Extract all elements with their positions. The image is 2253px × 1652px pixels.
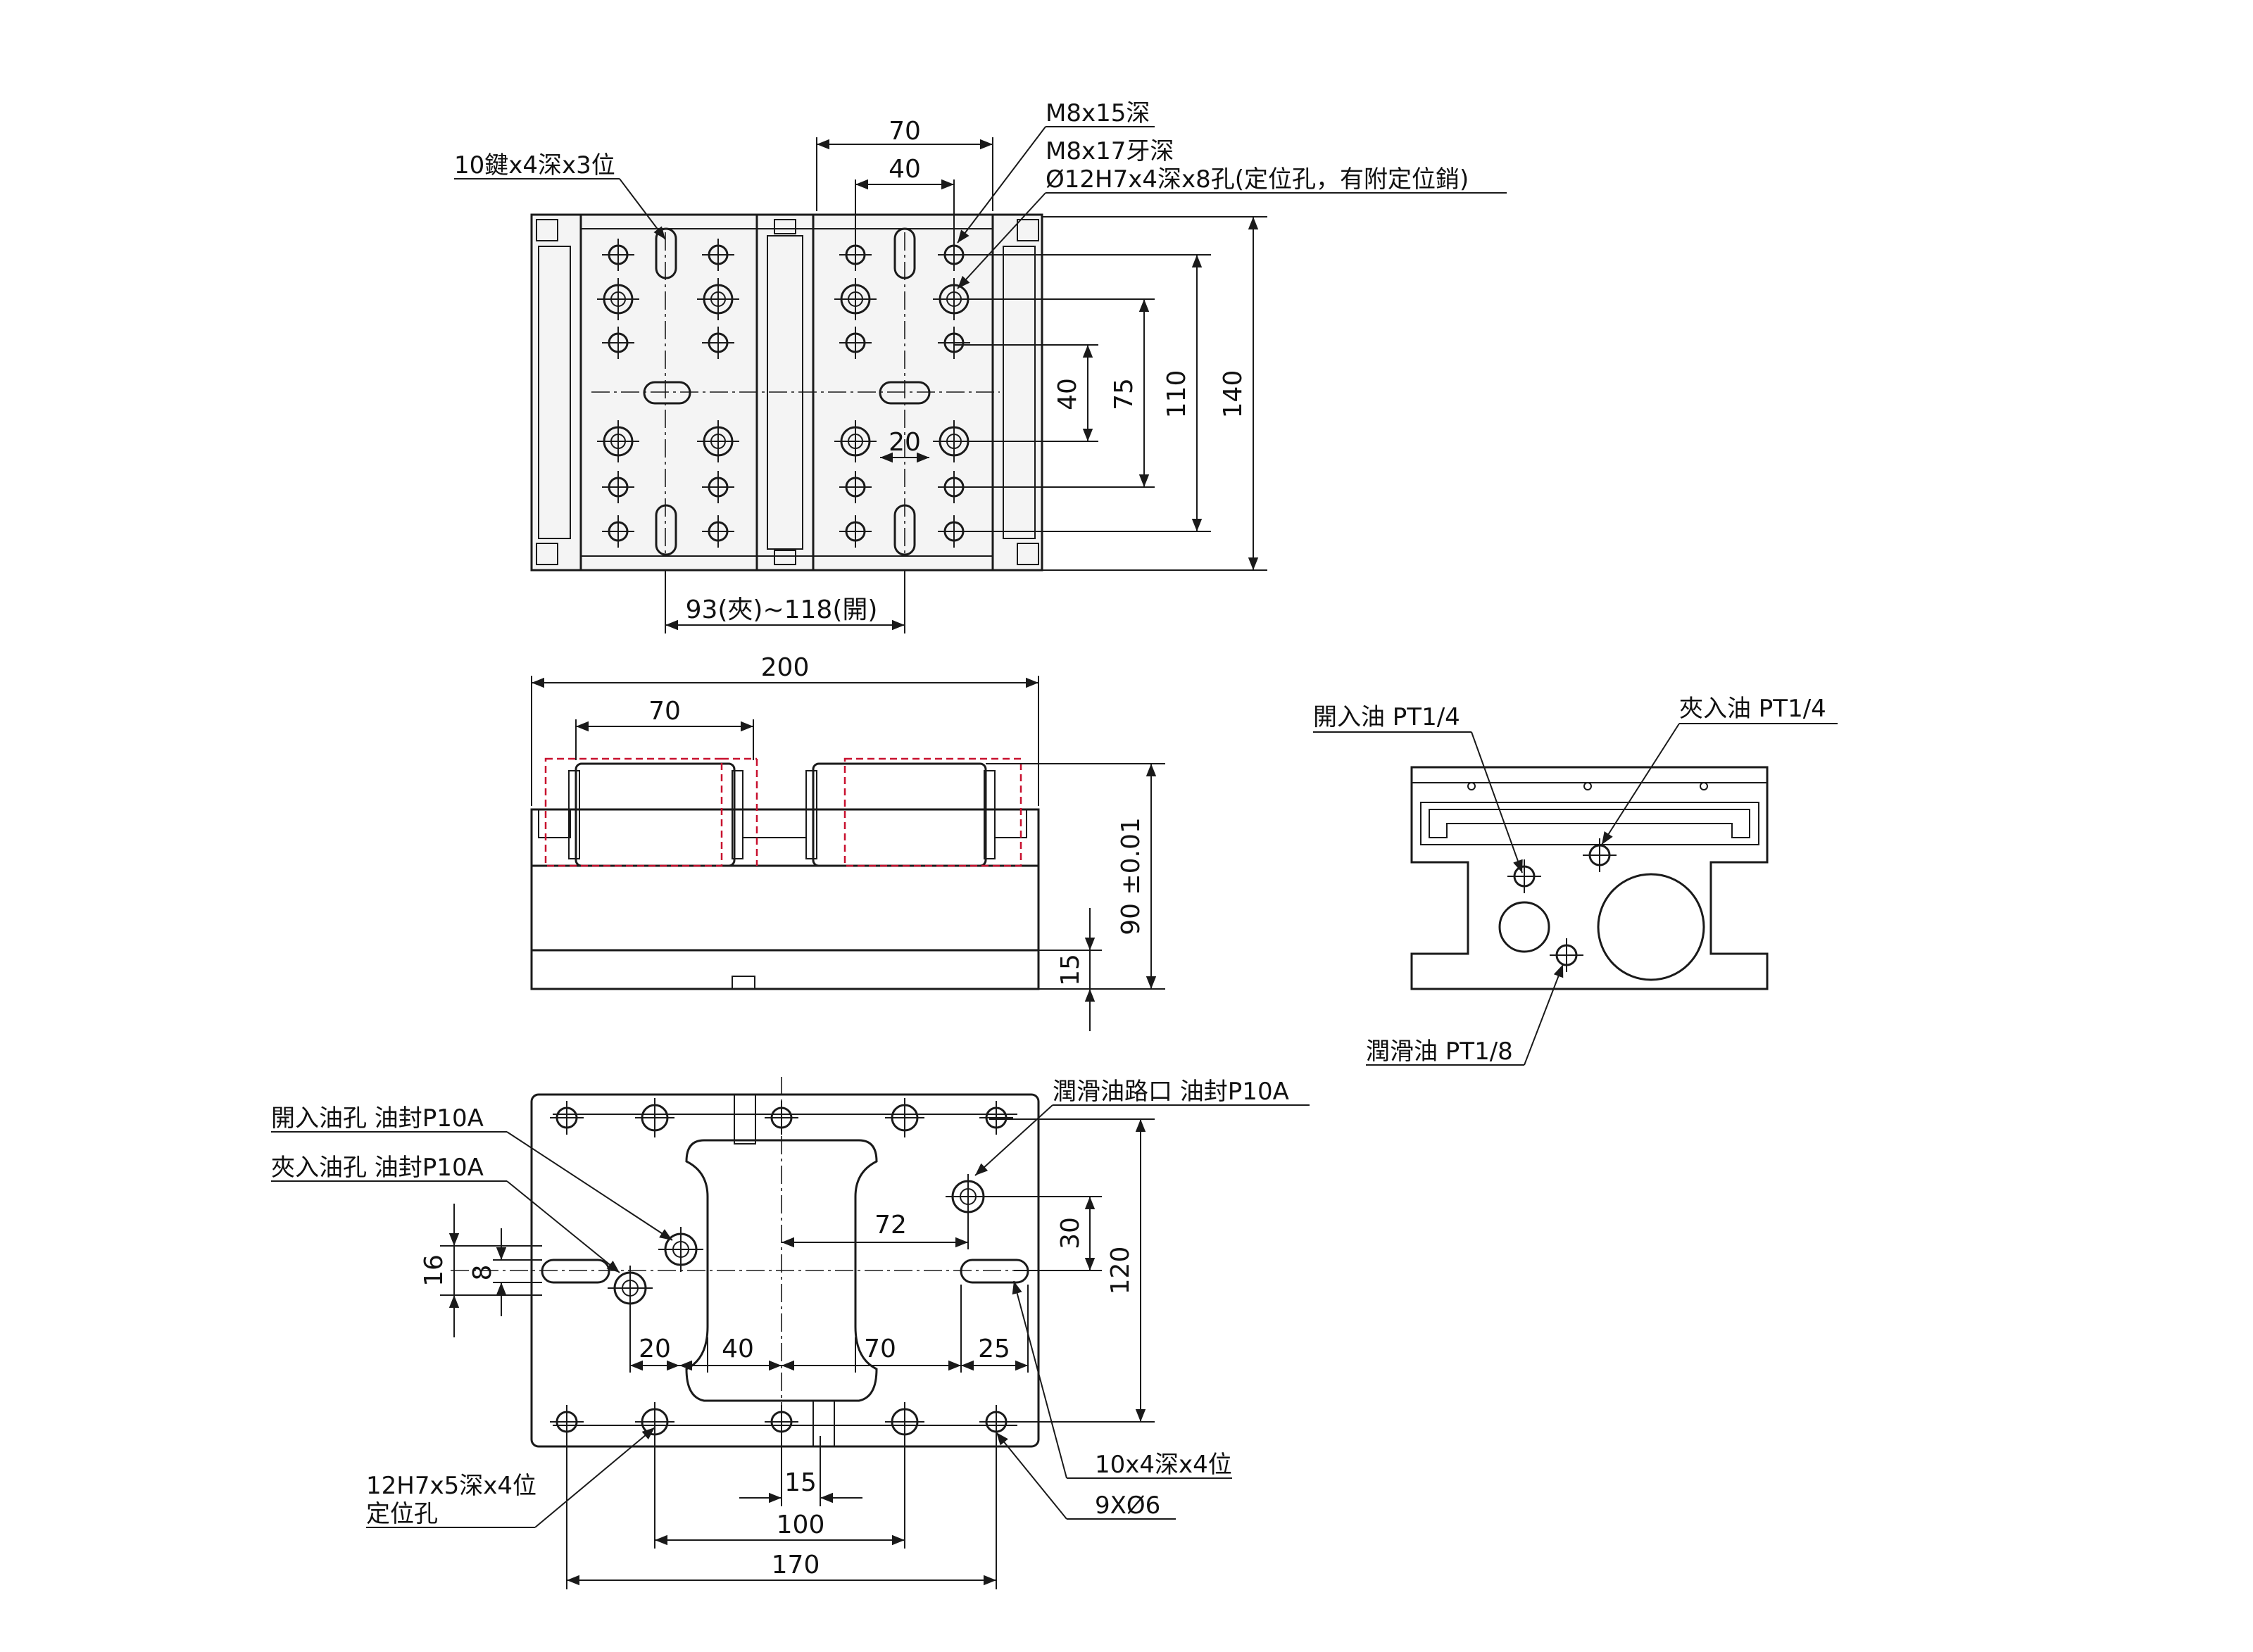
top-view: 70 40 20 40 75 110 140 93(夾)~118(開) 10鍵x — [454, 99, 1507, 633]
dim-140v-label: 140 — [1219, 370, 1248, 419]
note-dowel-line2: 定位孔 — [366, 1500, 438, 1528]
bottom-view-pocket — [685, 1139, 878, 1402]
side-view-body — [1410, 766, 1769, 990]
key-slot — [893, 227, 916, 279]
tapped-hole — [938, 327, 970, 359]
side-view: 開入油 PT1/4 夾入油 PT1/4 潤滑油 PT1/8 — [1313, 695, 1838, 1066]
through-hole — [550, 1101, 584, 1135]
front-view-jaw-left — [575, 762, 736, 867]
dim-40v-label: 40 — [1053, 378, 1082, 410]
dowel-hole — [697, 420, 739, 462]
key-slot — [893, 504, 916, 556]
key-slot — [655, 504, 677, 556]
dowel-hole — [885, 1098, 924, 1137]
dim-170-label: 170 — [772, 1551, 820, 1580]
top-view-jaw-left — [530, 213, 582, 572]
dim-20b-label: 20 — [639, 1335, 671, 1363]
dim-70-label: 70 — [889, 117, 921, 146]
tapped-hole — [839, 515, 872, 548]
dim-15-label: 15 — [1056, 954, 1085, 986]
note-key-slots: 10x4深x4位 — [1095, 1451, 1232, 1479]
note-dowel: Ø12H7x4深x8孔(定位孔，有附定位銷) — [1046, 165, 1469, 194]
bottom-view: 開入油孔 油封P10A 夾入油孔 油封P10A 潤滑油路口 油封P10A 12H… — [271, 1077, 1310, 1589]
front-view: 200 70 90 ±0.01 15 — [530, 653, 1165, 1031]
dowel-hole — [697, 278, 739, 320]
key-slot — [879, 381, 931, 405]
dim-stroke-label: 93(夾)~118(開) — [686, 595, 878, 624]
top-view-holes-left — [597, 239, 739, 548]
open-port — [658, 1227, 703, 1272]
oil-port — [1583, 838, 1617, 872]
dowel-hole — [635, 1402, 674, 1442]
note-m8x17: M8x17牙深 — [1046, 137, 1174, 165]
dim-15b-label: 15 — [784, 1468, 817, 1497]
note-holes: 9XØ6 — [1095, 1492, 1160, 1520]
note-close-port: 夾入油孔 油封P10A — [271, 1154, 484, 1182]
dowel-hole — [635, 1098, 674, 1137]
dowel-hole — [885, 1402, 924, 1442]
front-view-jaw-right — [812, 762, 987, 867]
dim-200-label: 200 — [761, 653, 810, 682]
front-view-open-outline — [544, 757, 723, 867]
dim-20-label: 20 — [889, 428, 921, 457]
dim-40b-label: 40 — [722, 1335, 754, 1363]
tapped-hole — [702, 239, 734, 271]
through-hole — [765, 1101, 798, 1135]
through-hole — [550, 1405, 584, 1439]
tapped-hole — [839, 471, 872, 503]
dim-75v-label: 75 — [1110, 378, 1138, 410]
tapped-hole — [702, 471, 734, 503]
cylinder-circle — [1597, 873, 1705, 981]
dim-front-70-label: 70 — [648, 697, 681, 726]
tapped-hole — [602, 327, 634, 359]
dowel-hole — [834, 278, 877, 320]
dim-100-label: 100 — [777, 1511, 825, 1539]
port-circle — [1498, 901, 1550, 953]
dim-110v-label: 110 — [1162, 370, 1191, 419]
tapped-hole — [702, 327, 734, 359]
oil-port — [1550, 938, 1583, 972]
dim-40-label: 40 — [889, 155, 921, 184]
tapped-hole — [602, 515, 634, 548]
dim-25b-label: 25 — [978, 1335, 1010, 1363]
dim-72-label: 72 — [874, 1211, 907, 1240]
tapped-hole — [602, 239, 634, 271]
dim-70b-label: 70 — [864, 1335, 896, 1363]
note-dowel-line1: 12H7x5深x4位 — [366, 1472, 536, 1500]
tapped-hole — [839, 239, 872, 271]
dim-120-label: 120 — [1106, 1247, 1135, 1295]
note-lube-oil: 潤滑油 PT1/8 — [1366, 1038, 1513, 1066]
key-slot — [643, 381, 691, 405]
note-m8x15: M8x15深 — [1046, 99, 1150, 127]
dowel-hole — [834, 420, 877, 462]
dowel-hole — [597, 278, 639, 320]
note-close-oil: 夾入油 PT1/4 — [1679, 695, 1826, 723]
key-slot — [655, 227, 677, 279]
tapped-hole — [602, 471, 634, 503]
oil-port — [1507, 859, 1541, 893]
through-hole — [979, 1101, 1013, 1135]
dim-90-label: 90 ±0.01 — [1117, 817, 1146, 935]
note-open-port: 開入油孔 油封P10A — [271, 1104, 484, 1133]
bottom-slot-left — [541, 1259, 610, 1284]
tapped-hole — [702, 515, 734, 548]
note-open-oil: 開入油 PT1/4 — [1313, 703, 1460, 731]
tapped-hole — [839, 327, 872, 359]
note-lube-port: 潤滑油路口 油封P10A — [1053, 1078, 1289, 1106]
dim-16-label: 16 — [420, 1254, 448, 1287]
dim-30-label: 30 — [1056, 1217, 1085, 1249]
note-key-slot: 10鍵x4深x3位 — [454, 151, 615, 179]
front-view-open-outline — [843, 757, 1022, 867]
front-view-body — [530, 808, 1040, 990]
dowel-hole — [597, 420, 639, 462]
dim-8-label: 8 — [468, 1265, 497, 1281]
